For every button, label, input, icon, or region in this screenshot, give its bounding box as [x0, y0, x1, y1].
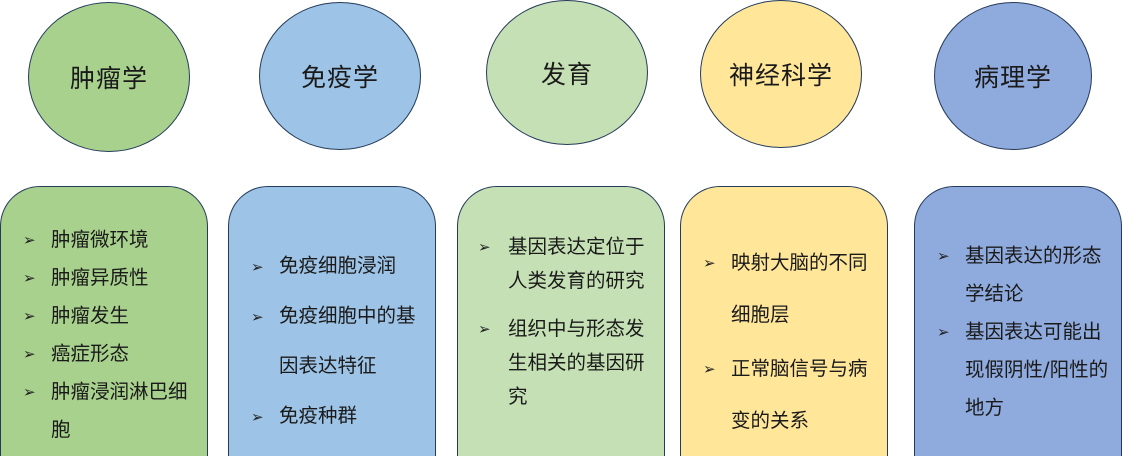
list-item: ➢基因表达可能出现假阴性/阳性的地方	[915, 313, 1121, 427]
list-item: ➢正常脑信号与病变的关系	[681, 343, 887, 447]
list-item: ➢肿瘤浸润淋巴细胞	[1, 373, 207, 449]
topic-card-neuroscience: ➢映射大脑的不同细胞层 ➢正常脑信号与病变的关系	[680, 186, 888, 456]
list-item: ➢基因表达的形态学结论	[915, 237, 1121, 313]
arrow-bullet-icon: ➢	[23, 307, 36, 325]
category-circle-neuroscience: 神经科学	[700, 0, 862, 148]
arrow-bullet-icon: ➢	[23, 345, 36, 363]
category-title: 肿瘤学	[69, 64, 148, 93]
arrow-bullet-icon: ➢	[937, 247, 950, 265]
list-item: ➢基因表达定位于人类发育的研究	[458, 230, 664, 298]
arrow-bullet-icon: ➢	[703, 360, 716, 378]
topic-list: ➢基因表达的形态学结论 ➢基因表达可能出现假阴性/阳性的地方	[915, 187, 1121, 427]
category-circle-immunology: 免疫学	[259, 2, 421, 150]
list-item: ➢免疫细胞浸润	[229, 241, 435, 291]
topic-list: ➢免疫细胞浸润 ➢免疫细胞中的基因表达特征 ➢免疫种群	[229, 187, 435, 441]
list-item: ➢肿瘤微环境	[1, 221, 207, 259]
list-item: ➢肿瘤发生	[1, 297, 207, 335]
arrow-bullet-icon: ➢	[23, 269, 36, 287]
category-title: 免疫学	[300, 63, 379, 92]
arrow-bullet-icon: ➢	[23, 231, 36, 249]
arrow-bullet-icon: ➢	[251, 308, 264, 326]
arrow-bullet-icon: ➢	[937, 323, 950, 341]
category-circle-oncology: 肿瘤学	[28, 2, 190, 152]
arrow-bullet-icon: ➢	[478, 238, 491, 256]
topic-card-immunology: ➢免疫细胞浸润 ➢免疫细胞中的基因表达特征 ➢免疫种群	[228, 186, 436, 456]
category-title: 病理学	[973, 63, 1052, 92]
category-title: 神经科学	[728, 61, 833, 90]
arrow-bullet-icon: ➢	[23, 383, 36, 401]
category-circle-pathology: 病理学	[934, 2, 1092, 150]
topic-card-pathology: ➢基因表达的形态学结论 ➢基因表达可能出现假阴性/阳性的地方	[914, 186, 1122, 456]
list-item: ➢免疫种群	[229, 391, 435, 441]
topic-card-development: ➢基因表达定位于人类发育的研究 ➢组织中与形态发生相关的基因研究	[457, 186, 665, 456]
category-circle-development: 发育	[486, 0, 648, 145]
list-item: ➢癌症形态	[1, 335, 207, 373]
list-item: ➢免疫细胞中的基因表达特征	[229, 291, 435, 391]
list-item: ➢肿瘤异质性	[1, 259, 207, 297]
topic-list: ➢基因表达定位于人类发育的研究 ➢组织中与形态发生相关的基因研究	[458, 187, 664, 414]
category-title: 发育	[540, 59, 593, 89]
list-item: ➢组织中与形态发生相关的基因研究	[458, 312, 664, 414]
topic-list: ➢映射大脑的不同细胞层 ➢正常脑信号与病变的关系	[681, 187, 887, 447]
arrow-bullet-icon: ➢	[251, 258, 264, 276]
arrow-bullet-icon: ➢	[703, 254, 716, 272]
topic-card-oncology: ➢肿瘤微环境 ➢肿瘤异质性 ➢肿瘤发生 ➢癌症形态 ➢肿瘤浸润淋巴细胞	[0, 186, 208, 456]
arrow-bullet-icon: ➢	[251, 408, 264, 426]
arrow-bullet-icon: ➢	[478, 320, 491, 338]
list-item: ➢映射大脑的不同细胞层	[681, 237, 887, 341]
topic-list: ➢肿瘤微环境 ➢肿瘤异质性 ➢肿瘤发生 ➢癌症形态 ➢肿瘤浸润淋巴细胞	[1, 187, 207, 449]
